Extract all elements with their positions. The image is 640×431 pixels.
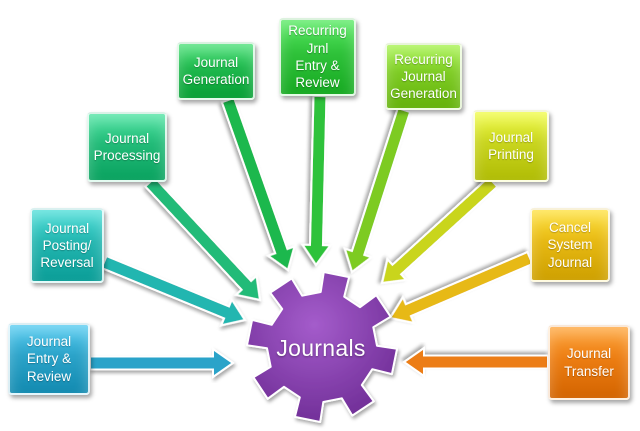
node-cancel-system-journal: Cancel System Journal: [530, 208, 610, 282]
node-label: Recurring Jrnl Entry & Review: [288, 23, 347, 91]
arrow-cancel-system-journal: [388, 250, 534, 325]
node-label: Journal Entry & Review: [26, 334, 72, 384]
hub-label: Journals: [276, 334, 366, 361]
arrow-printing: [380, 175, 499, 285]
arrow-generation: [220, 96, 297, 272]
node-recurring-jrnl-entry-review: Recurring Jrnl Entry & Review: [279, 18, 356, 96]
node-label: Journal Printing: [488, 129, 534, 162]
node-generation: Journal Generation: [177, 42, 255, 100]
gear-layer: [246, 271, 398, 423]
node-label: Journal Processing: [93, 130, 161, 163]
node-label: Recurring Journal Generation: [390, 51, 457, 102]
arrows-layer: [89, 94, 549, 379]
arrow-posting-reversal: [100, 254, 247, 327]
node-entry-review: Journal Entry & Review: [8, 323, 90, 395]
node-recurring-journal-generation: Recurring Journal Generation: [385, 43, 462, 110]
node-label: Cancel System Journal: [547, 220, 593, 270]
node-posting-reversal: Journal Posting/ Reversal: [30, 208, 104, 283]
arrow-processing: [143, 176, 262, 302]
arrow-recurring-journal-generation: [343, 106, 412, 274]
node-transfer: Journal Transfer: [548, 325, 630, 400]
node-processing: Journal Processing: [87, 112, 167, 182]
arrow-entry-review: [89, 347, 235, 379]
arrow-recurring-jrnl-entry-review: [300, 94, 333, 267]
node-label: Journal Posting/ Reversal: [40, 220, 94, 271]
node-label: Journal Transfer: [564, 346, 614, 379]
hub-gear-icon: [246, 271, 398, 423]
arrow-transfer: [402, 346, 549, 378]
node-printing: Journal Printing: [473, 110, 549, 182]
node-label: Journal Generation: [182, 54, 250, 87]
